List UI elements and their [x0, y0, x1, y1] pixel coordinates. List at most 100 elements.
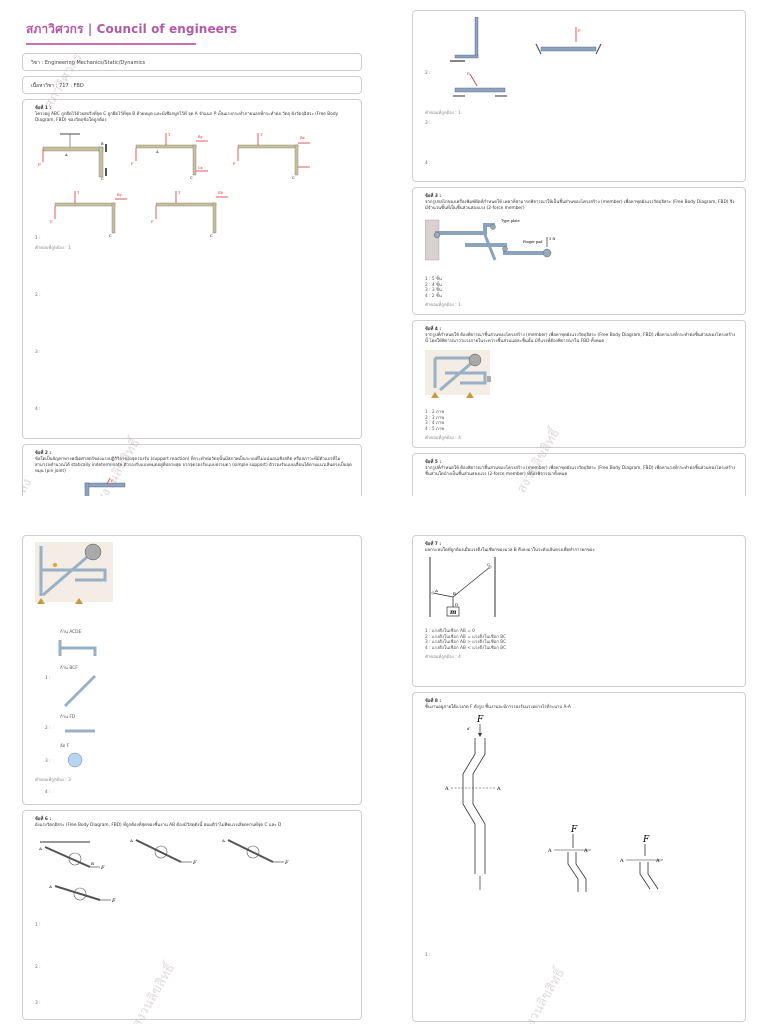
svg-text:A: A [655, 858, 660, 864]
svg-text:C: C [101, 177, 104, 181]
question-8-bent-bar-figure: F A A d [444, 715, 501, 890]
question-5-box: ข้อที่ 5 : จากรูปที่กำหนดให้ ต้องพิจารณา… [412, 453, 746, 496]
svg-text:Cx: Cx [198, 166, 203, 170]
option-item: 3 : 4 ภาพ [425, 421, 445, 426]
svg-text:Rb: Rb [218, 191, 224, 195]
svg-text:By: By [117, 193, 122, 197]
svg-text:F: F [111, 898, 116, 904]
option-2-label: 2 : [35, 965, 41, 970]
question-7-box: ข้อที่ 7 : ผลกระทบใดที่ถูกต้องเมื่อแรงดึ… [412, 535, 746, 687]
svg-text:P: P [111, 478, 114, 483]
svg-text:P: P [50, 220, 53, 224]
question-5-number: ข้อที่ 5 : [425, 460, 442, 465]
svg-text:A: A [221, 838, 225, 843]
svg-text:A: A [48, 884, 52, 889]
svg-text:T: T [178, 191, 181, 195]
question-6-text: ผังแรงวัตถุอิสระ (Free Body Diagram, FBD… [35, 823, 282, 828]
svg-text:A: A [129, 838, 133, 843]
document-page-2: 2 : P 3 : P 4 : คำตอบที่ถูกต้อง : 1 ข้อท… [412, 10, 746, 496]
option-item: 2 : 4 ชิ้น [425, 282, 442, 288]
option-item: 1 : 2 ภาพ [425, 410, 445, 415]
question-4-text: จากรูปที่กำหนดให้ ต้องพิจารณาชิ้นส่วนของ… [425, 333, 736, 344]
option-3-label: 3 : [35, 1001, 41, 1006]
question-8-text: ชิ้นงานอยู่ภายใต้แรงกด F ดังรูป ชิ้นงานจ… [425, 705, 571, 710]
title-underline [26, 43, 196, 45]
question-3-options: 1 : 5 ชิ้น 2 : 4 ชิ้น 3 : 3 ชิ้น 4 : 2 ช… [425, 277, 737, 299]
question-1-box: ข้อที่ 1 : โครงอยู่ ABC ถูกยึดไว้ด้วยสปร… [22, 99, 362, 439]
question-5-continued-box: ก้าน ACDE 1 : ก้าน BCF 2 : ก้าน FD 3 : ล… [22, 535, 362, 805]
svg-text:P: P [38, 162, 41, 167]
typewriter-mechanism-figure: Type plate Finger pad 3 N [424, 219, 555, 261]
question-6-figure: F A B [38, 841, 105, 871]
part-caption: ก้าน FD [60, 715, 76, 720]
question-3-text: จากรูปกลไกของเครื่องพิมพ์ดีดที่กำหนดให้ … [425, 200, 735, 211]
svg-text:By: By [198, 135, 203, 139]
option-4-label: 4 : [425, 161, 431, 166]
option-3-label: 3 : [35, 350, 41, 355]
label-finger-pad: Finger pad [523, 240, 543, 244]
question-3-answer: คำตอบที่ถูกต้อง : 1 [425, 303, 461, 308]
document-page-3: ก้าน ACDE 1 : ก้าน BCF 2 : ก้าน FD 3 : ล… [22, 535, 362, 1024]
svg-text:F: F [476, 715, 484, 725]
subject-box: วิชา : Engineering Mechanics/Static/Dyna… [22, 53, 362, 71]
part-4-figure [67, 752, 83, 768]
question-5-text: จากรูปที่กำหนดให้ ต้องพิจารณาชิ้นส่วนของ… [425, 466, 736, 477]
svg-text:F: F [100, 865, 105, 871]
option-item: 4 : 5 ภาพ [425, 426, 445, 432]
part-caption: ล้อ F [60, 744, 70, 749]
svg-text:Bx: Bx [300, 136, 305, 140]
option-3-figure: F A [48, 884, 116, 904]
svg-text:B: B [91, 861, 94, 866]
svg-text:A: A [496, 786, 501, 792]
question-1-continued-box: 2 : P 3 : P 4 : คำตอบที่ถูกต้อง : 1 [412, 10, 746, 182]
svg-text:F: F [642, 835, 650, 845]
question-4-frame-figure [425, 350, 491, 398]
svg-text:F: F [284, 860, 289, 866]
question-1-number: ข้อที่ 1 : [35, 106, 52, 111]
question-4-number: ข้อที่ 4 : [425, 327, 442, 332]
svg-text:A: A [547, 848, 552, 854]
part-caption: ก้าน BCF [60, 666, 78, 671]
part-3-figure [65, 729, 95, 733]
site-title: สภาวิศวกร | Council of engineers [26, 22, 238, 36]
svg-text:A: A [619, 858, 624, 864]
option-1-continued-figure [450, 16, 479, 62]
label-force: 3 N [549, 237, 555, 241]
svg-text:T: T [168, 133, 171, 137]
question-2-number: ข้อที่ 2 : [35, 451, 52, 456]
option-3-label: 3 : [425, 121, 431, 126]
option-2-label: 2 : [425, 71, 431, 76]
label-type-plate: Type plate [501, 219, 520, 223]
svg-text:A: A [155, 150, 159, 154]
content-number-text: เนื้อหาวิชา : 717 : FBD [31, 83, 84, 89]
option-2-fbd-figure: T Bx P C [233, 133, 310, 180]
option-2-figure: P [535, 27, 602, 55]
subject-text: วิชา : Engineering Mechanics/Static/Dyna… [31, 60, 146, 66]
part-3-option-label: 3 : [45, 759, 51, 764]
svg-text:F: F [192, 860, 197, 866]
option-item: 1 : แรงตึงในเชือก AB = 0 [425, 629, 475, 634]
option-1-fbd-figure: T By P Cx A C [131, 133, 209, 180]
svg-text:B: B [101, 142, 104, 146]
question-1-answer: คำตอบที่ถูกต้อง : 1 [35, 246, 71, 251]
svg-text:P: P [131, 162, 134, 166]
svg-text:C: C [109, 234, 112, 238]
option-item: 2 : 3 ภาพ [425, 415, 445, 421]
svg-text:A: A [434, 588, 438, 593]
svg-text:P: P [578, 28, 581, 33]
question-8-number: ข้อที่ 8 : [425, 699, 442, 704]
option-1-label: 1 : [425, 953, 431, 958]
option-2-figure: F A A [619, 835, 663, 890]
option-1-figure: F A [129, 838, 197, 866]
option-1-figure: F A A [547, 825, 592, 892]
option-item: 4 : แรงตึงในเชือก AB < แรงตึงในเชือก BC [425, 645, 507, 651]
option-item: 3 : 3 ชิ้น [425, 288, 442, 293]
option-item: 1 : 5 ชิ้น [425, 277, 442, 282]
option-2-label: 2 : [35, 293, 41, 298]
svg-text:C: C [487, 562, 490, 567]
question-7-text: ผลกระทบใดที่ถูกต้องเมื่อแรงดึงในเชือกของ… [425, 548, 595, 553]
option-3-figure: P [453, 71, 507, 97]
svg-text:A: A [64, 153, 68, 157]
document-page-1: สภาวิศวกร | Council of engineers วิชา : … [22, 10, 362, 496]
option-item: 4 : 2 ชิ้น [425, 293, 442, 299]
